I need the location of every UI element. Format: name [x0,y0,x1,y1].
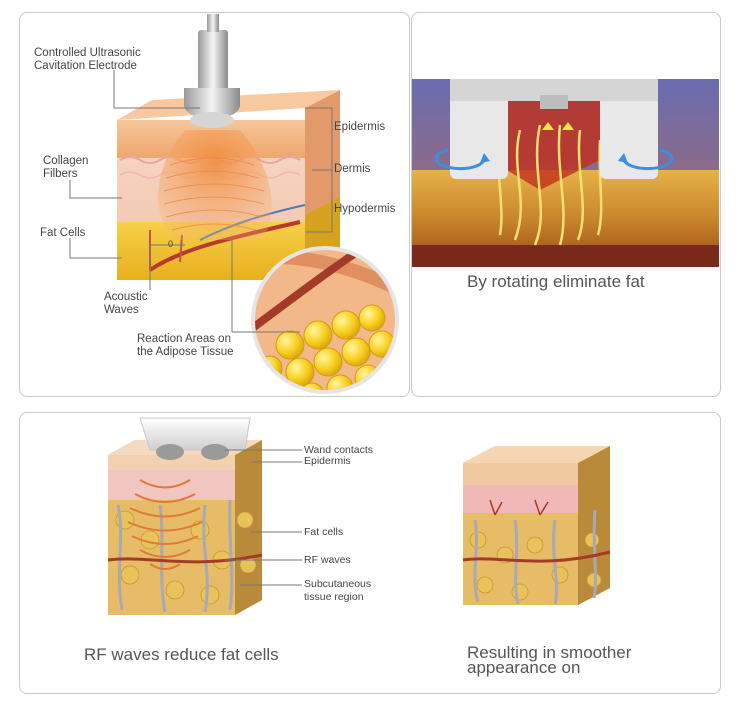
label-acoustic-waves: Acoustic Waves [104,291,148,316]
rotation-caption: By rotating eliminate fat [467,272,645,291]
label-collagen: Collagen Filbers [43,155,89,180]
label-subcutaneous: Subcutaneous tissue region [304,578,372,603]
rotation-illustration [411,79,719,267]
rf-caption-right: Resulting in smoother appearance on [467,643,632,677]
rf-caption-left: RF waves reduce fat cells [84,645,279,664]
label-fat-cells: Fat Cells [40,227,86,239]
label-rf-fat-cells: Fat cells [304,526,344,538]
label-rf-epidermis: Epidermis [304,455,351,467]
label-reaction-areas: Reaction Areas on the Adipose Tissue [137,333,234,358]
axis-zero-label: 0 [168,239,174,249]
label-dermis: Dermis [334,163,371,175]
label-wand-contacts: Wand contacts [304,444,374,456]
rotation-panel [411,12,721,397]
rf-block-illustration [107,417,263,615]
label-electrode: Controlled Ultrasonic Cavitation Electro… [34,47,141,72]
label-epidermis: Epidermis [334,121,386,133]
rf-panel [19,412,721,694]
smooth-skin-illustration [462,446,611,605]
cavitation-electrode [198,30,228,90]
label-rf-waves: RF waves [304,554,351,566]
label-hypodermis: Hypodermis [334,203,396,215]
